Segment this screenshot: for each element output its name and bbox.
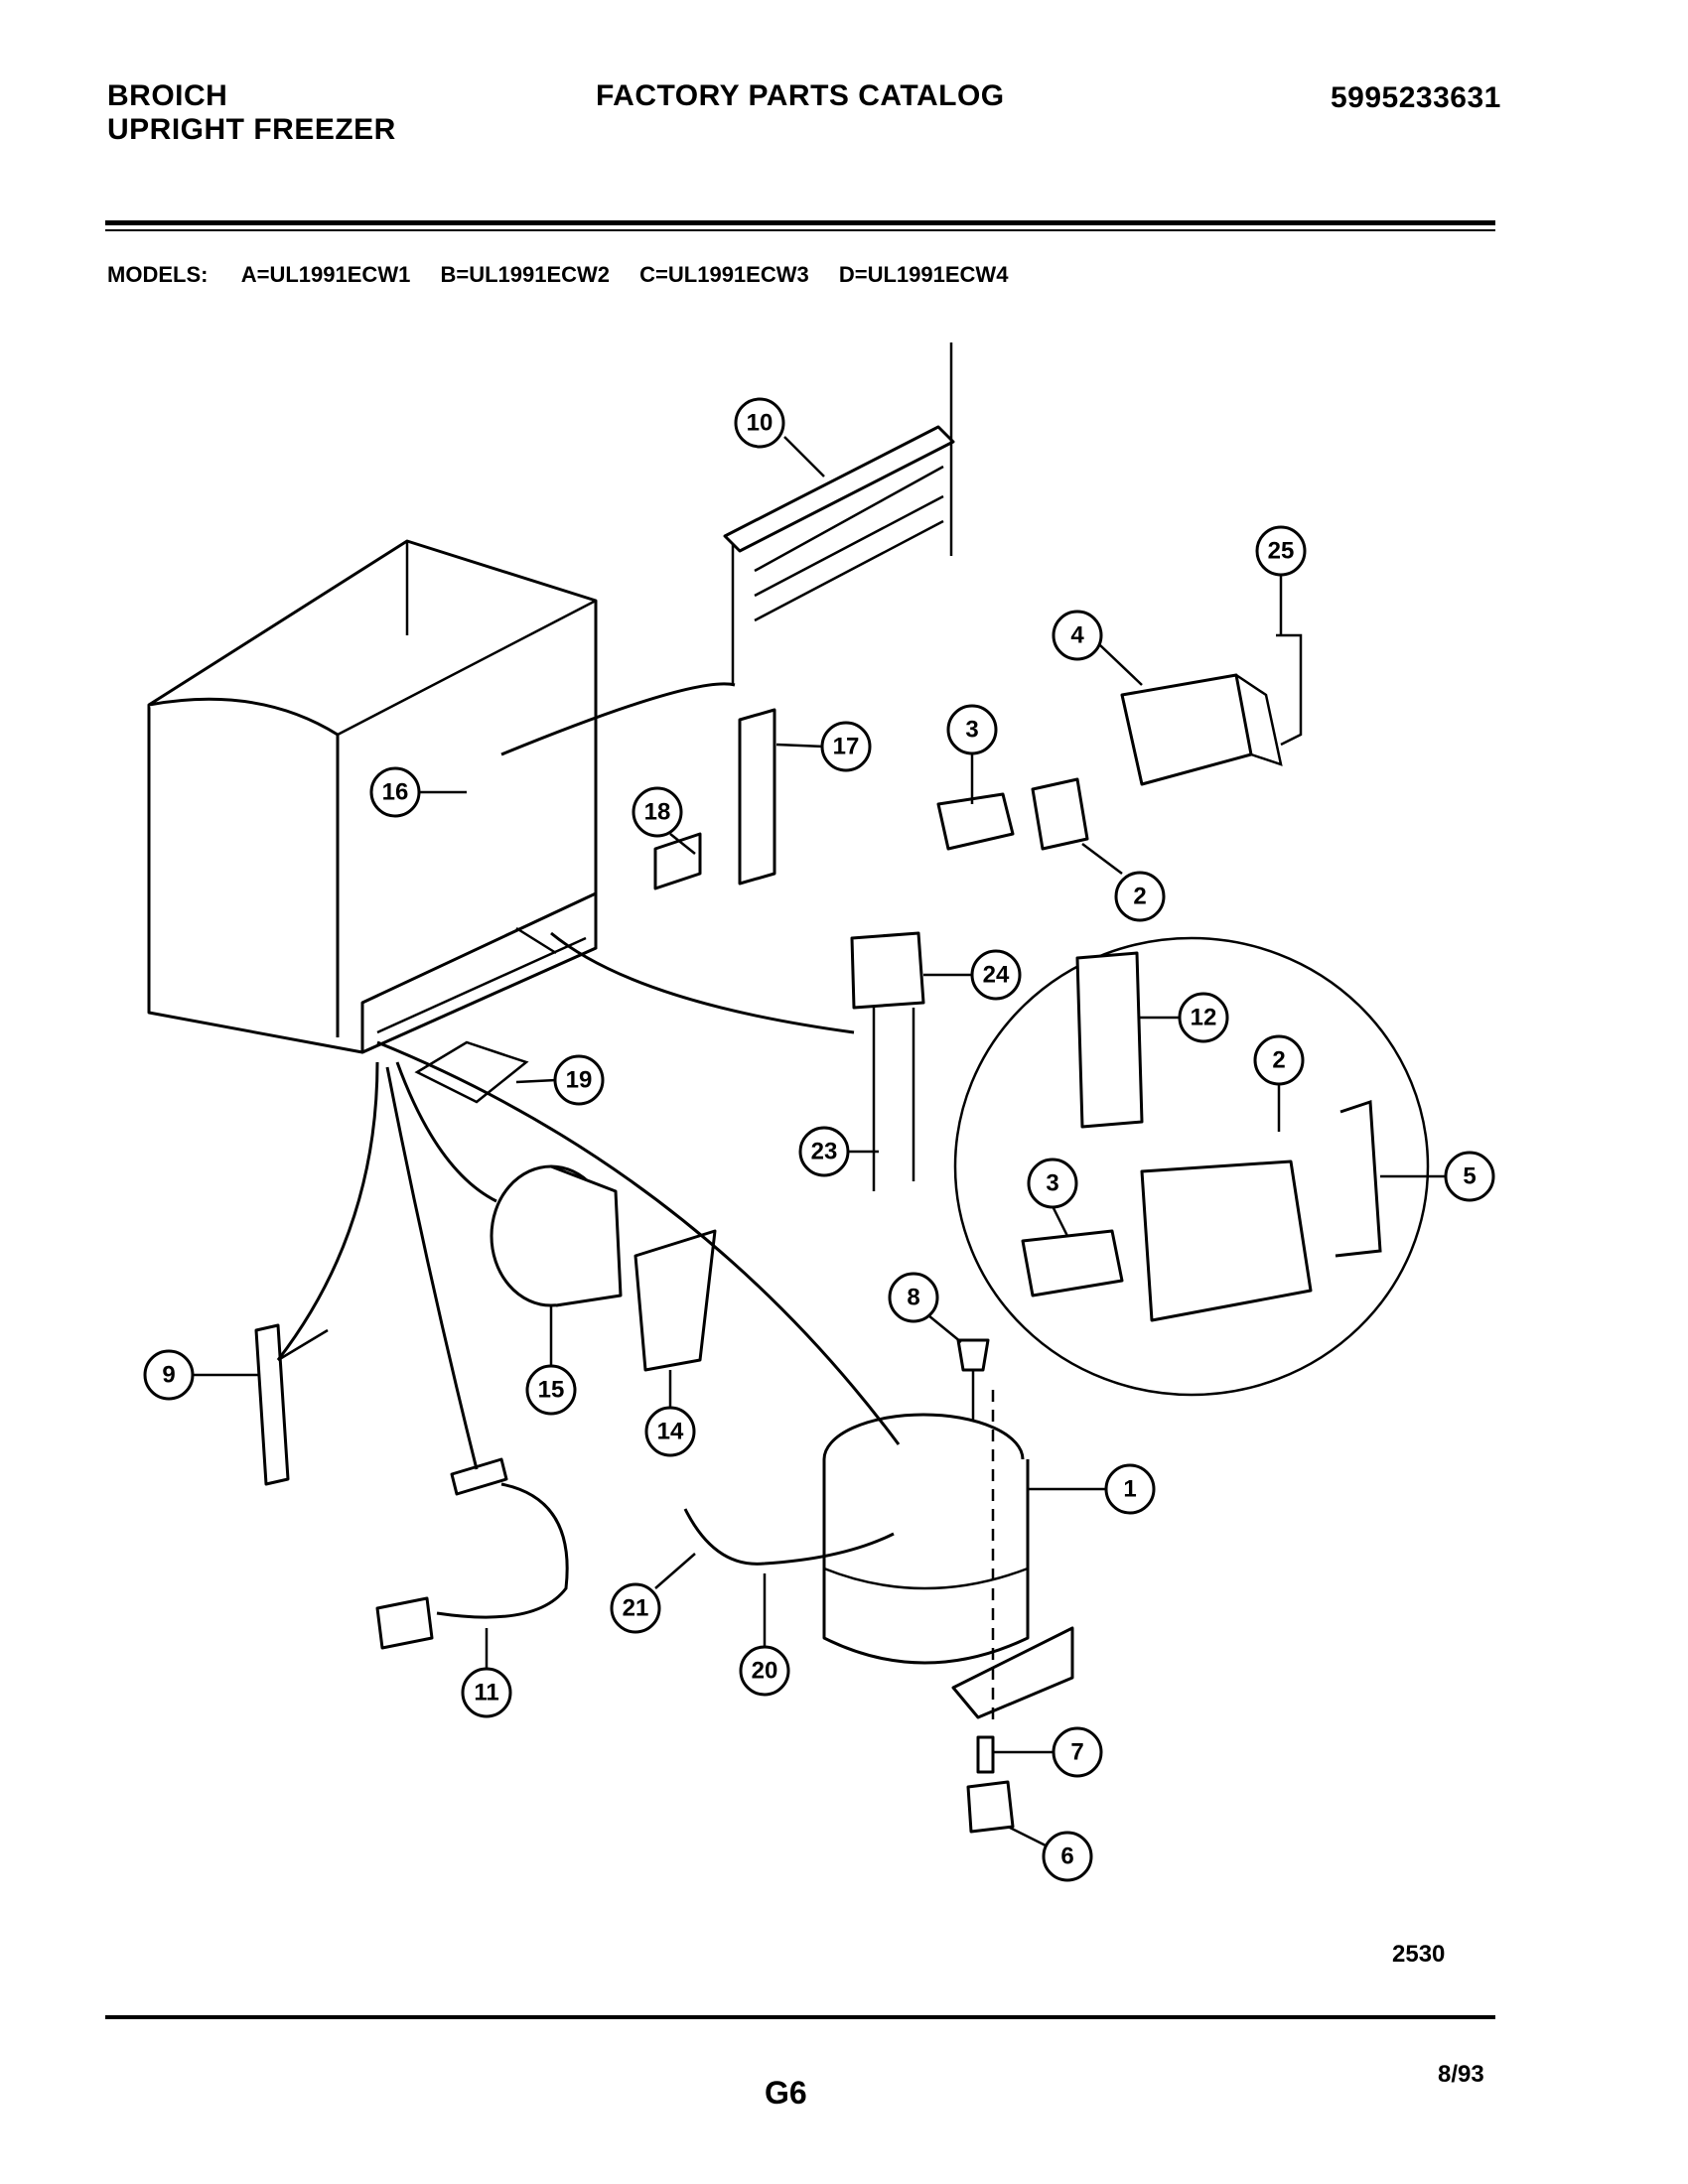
catalog-number: 5995233631	[1331, 81, 1501, 114]
svg-text:3: 3	[1046, 1170, 1058, 1197]
callout-7: 7	[993, 1726, 1103, 1778]
header-rule-thin	[105, 229, 1495, 231]
svg-text:3: 3	[965, 717, 978, 744]
svg-text:15: 15	[538, 1377, 565, 1404]
svg-text:20: 20	[752, 1658, 778, 1685]
revision-date: 8/93	[1438, 2061, 1484, 2088]
svg-text:8: 8	[907, 1285, 919, 1311]
callout-15: 15	[525, 1305, 577, 1416]
thermostat	[490, 1164, 717, 1372]
model-d: D=UL1991ECW4	[838, 262, 1009, 287]
callout-23: 23	[798, 1126, 879, 1177]
relay-upper	[936, 777, 1089, 851]
footer-rule	[105, 2015, 1495, 2019]
svg-text:2: 2	[1133, 884, 1146, 910]
callout-21: 21	[610, 1553, 696, 1634]
svg-text:17: 17	[833, 734, 860, 760]
svg-text:21: 21	[623, 1595, 649, 1622]
svg-text:16: 16	[382, 779, 409, 806]
callout-1: 1	[1028, 1463, 1156, 1515]
product-name: UPRIGHT FREEZER	[107, 113, 396, 146]
compressor	[683, 1413, 1074, 1719]
models-line: MODELS: A=UL1991ECW1 B=UL1991ECW2 C=UL19…	[107, 262, 1032, 288]
callout-14: 14	[644, 1370, 696, 1457]
callout-9: 9	[143, 1349, 258, 1401]
svg-text:14: 14	[657, 1419, 684, 1445]
header-rule	[105, 220, 1495, 225]
svg-text:5: 5	[1463, 1163, 1476, 1190]
power-cord	[375, 1457, 569, 1650]
mounting-hardware	[956, 1338, 1015, 1834]
callout-25: 25	[1255, 525, 1307, 635]
svg-text:4: 4	[1070, 622, 1084, 649]
svg-text:18: 18	[644, 799, 671, 826]
callout-8: 8	[888, 1272, 962, 1343]
svg-text:25: 25	[1268, 538, 1295, 565]
callout-3-inset: 3	[1027, 1158, 1078, 1237]
callout-19: 19	[515, 1054, 605, 1106]
callout-17: 17	[775, 721, 872, 772]
refrigerant-lines	[276, 682, 995, 1727]
callout-18: 18	[632, 786, 696, 855]
svg-text:6: 6	[1060, 1843, 1073, 1870]
svg-text:2: 2	[1272, 1047, 1285, 1074]
overload-assembly	[1120, 633, 1303, 786]
svg-text:12: 12	[1191, 1005, 1217, 1031]
callout-20: 20	[739, 1573, 790, 1697]
page-number: G6	[765, 2075, 807, 2111]
svg-text:7: 7	[1070, 1739, 1083, 1766]
callout-12: 12	[1140, 992, 1229, 1043]
svg-text:9: 9	[162, 1362, 175, 1389]
models-label: MODELS:	[107, 262, 209, 287]
callout-5: 5	[1380, 1151, 1495, 1202]
catalog-title: FACTORY PARTS CATALOG	[596, 79, 1005, 112]
model-b: B=UL1991ECW2	[440, 262, 611, 287]
drier	[254, 1323, 329, 1486]
model-a: A=UL1991ECW1	[240, 262, 411, 287]
callout-6: 6	[1007, 1825, 1093, 1882]
svg-text:23: 23	[811, 1139, 838, 1165]
relay-inset	[953, 936, 1430, 1397]
callout-2-inset: 2	[1253, 1034, 1305, 1132]
callout-11: 11	[461, 1628, 512, 1718]
callout-10: 10	[734, 397, 825, 478]
svg-text:24: 24	[983, 962, 1010, 989]
brand-name: BROICH	[107, 79, 228, 112]
figure-number: 2530	[1392, 1941, 1446, 1968]
svg-text:10: 10	[747, 410, 774, 437]
callout-4: 4	[1052, 610, 1143, 686]
svg-text:11: 11	[474, 1680, 498, 1706]
model-c: C=UL1991ECW3	[639, 262, 809, 287]
callout-16: 16	[369, 766, 467, 818]
evaporator-coil	[723, 342, 955, 685]
callout-2-upper: 2	[1081, 843, 1166, 922]
capacitor	[850, 931, 925, 1191]
svg-text:19: 19	[566, 1067, 593, 1094]
callout-3-upper: 3	[946, 704, 998, 804]
callout-24: 24	[923, 949, 1022, 1001]
svg-text:1: 1	[1123, 1476, 1136, 1503]
